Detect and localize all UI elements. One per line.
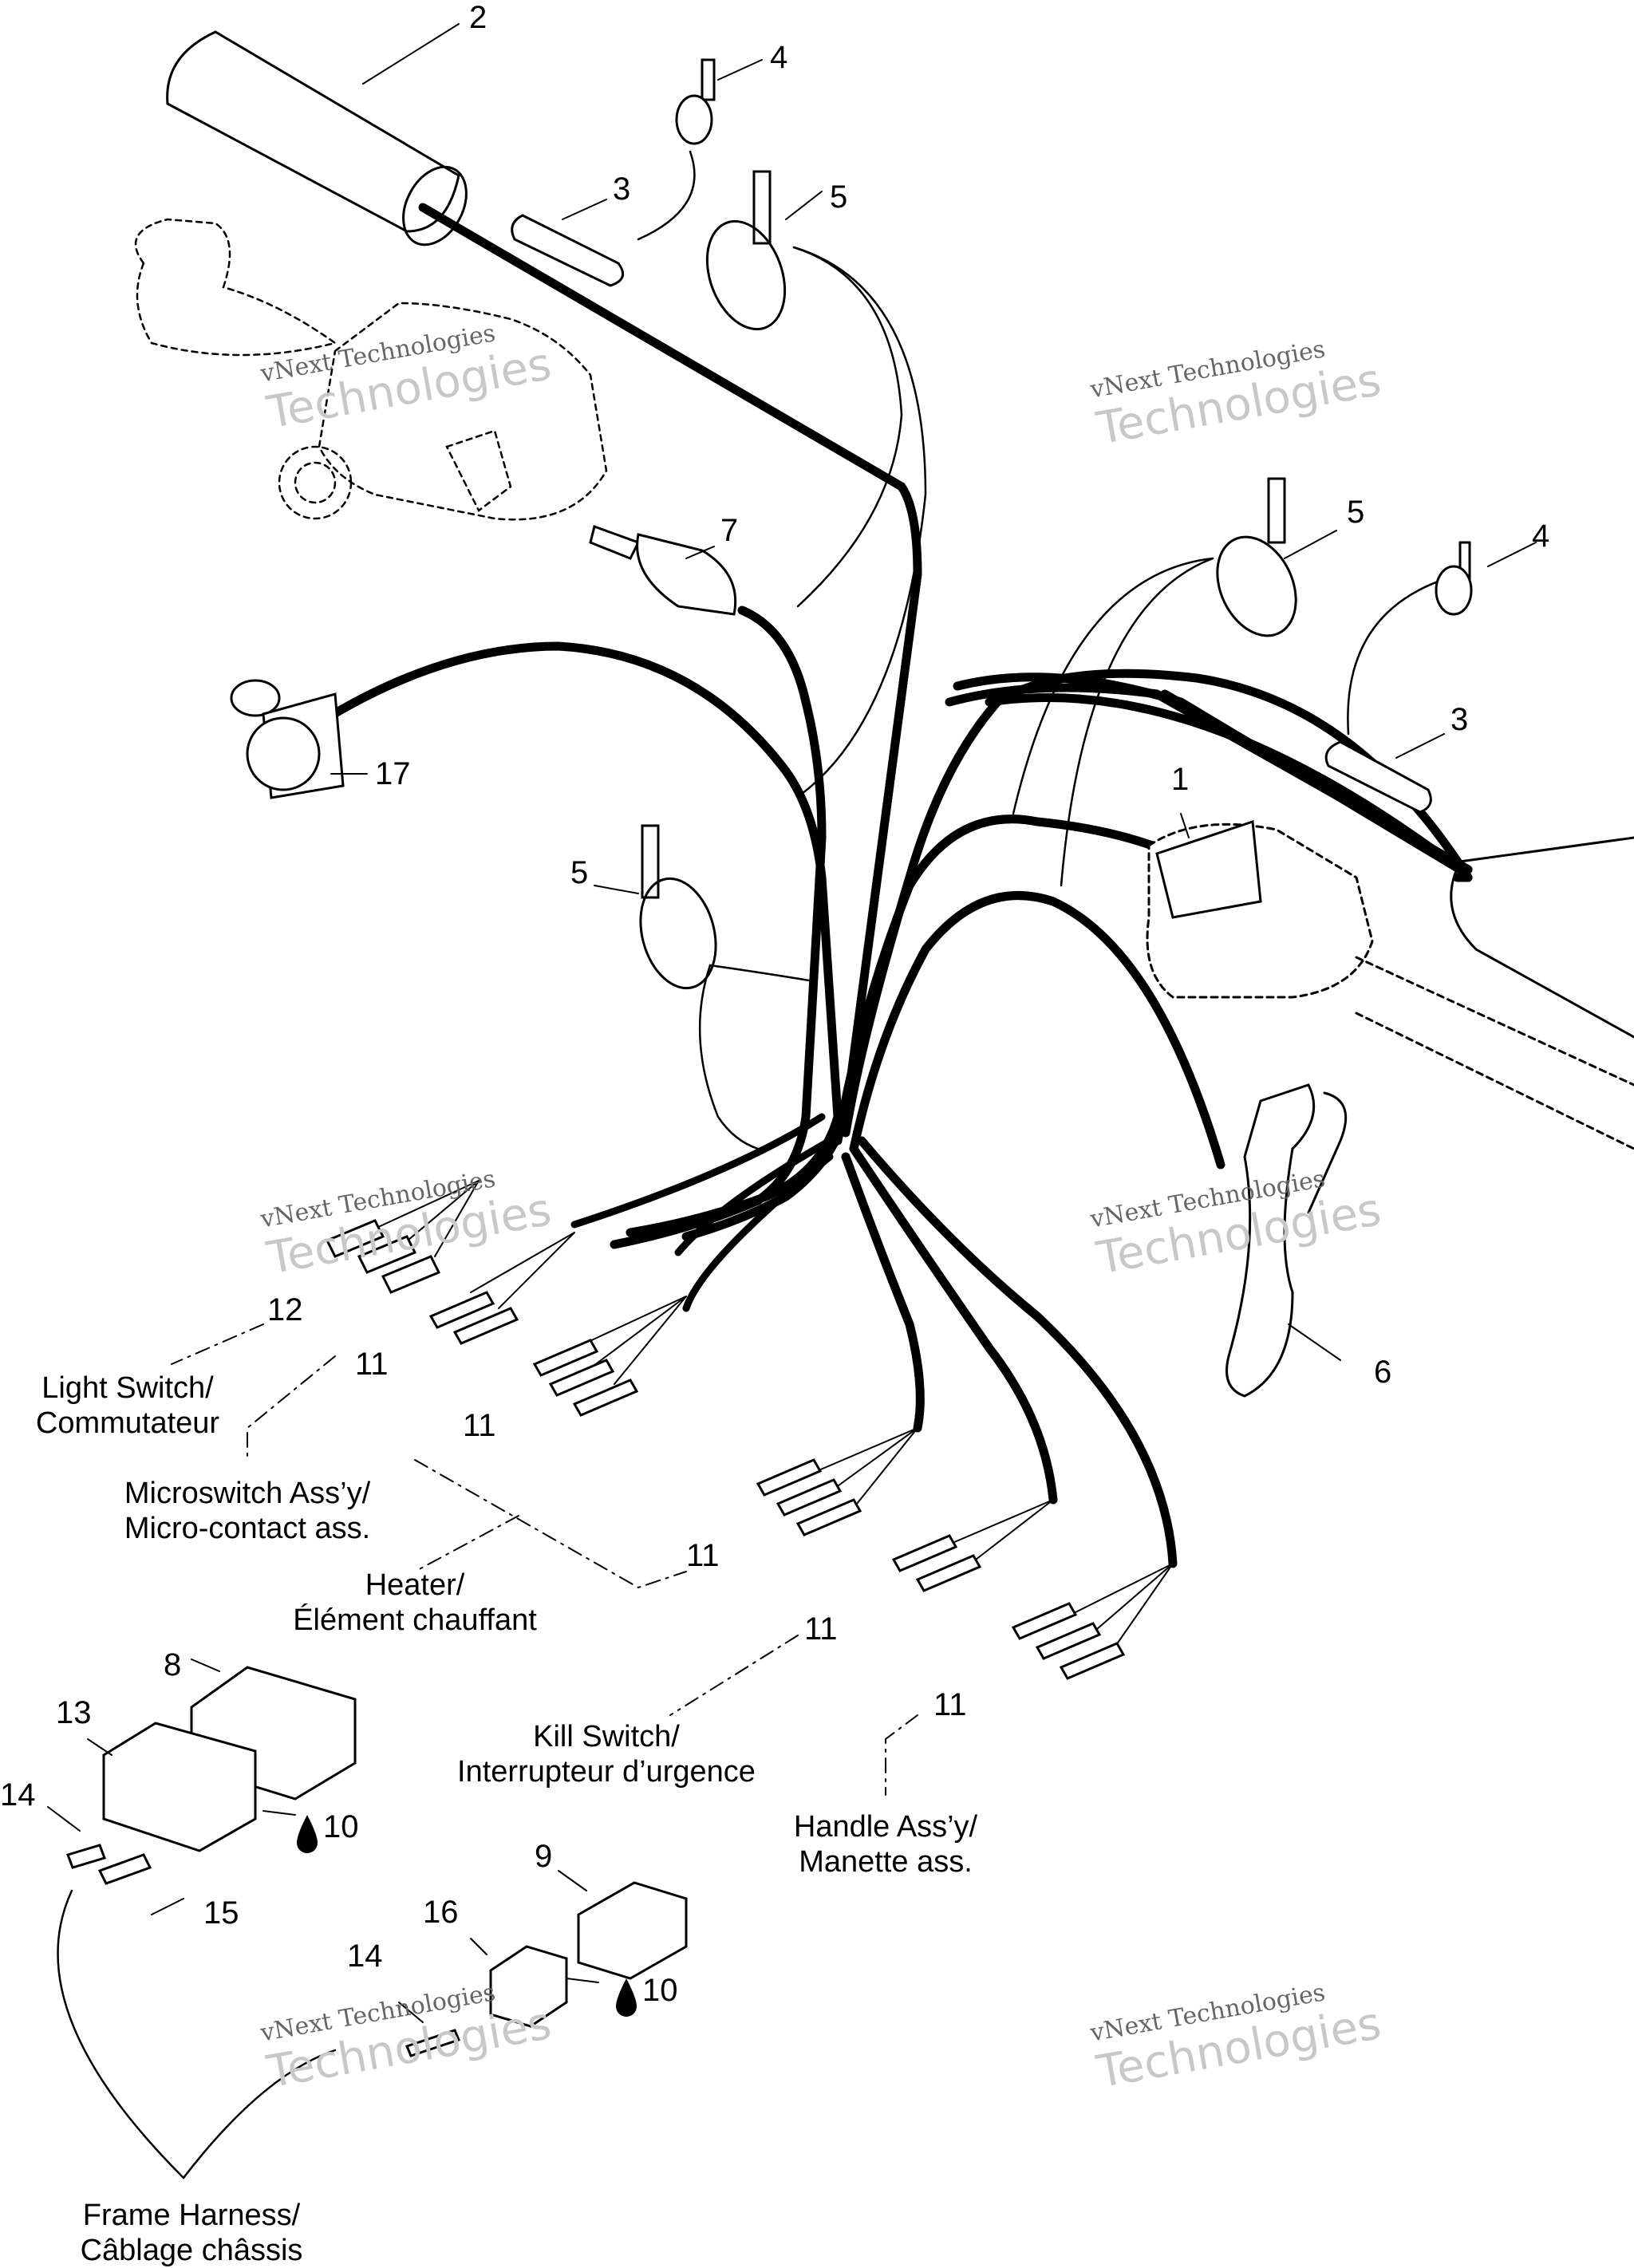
- adhesive-drop-icons: [297, 1815, 637, 2017]
- callout-17: 17: [375, 756, 411, 791]
- leader-lines: [47, 23, 1537, 2023]
- callout-14: 14: [347, 1939, 383, 1974]
- callout-14: 14: [0, 1777, 36, 1812]
- callout-5: 5: [570, 855, 589, 890]
- caption-microswitch: Microswitch Ass’y/ Micro-contact ass.: [124, 1477, 371, 1545]
- caption-handle: Handle Ass’y/ Manette ass.: [793, 1810, 978, 1879]
- caption-heater: Heater/ Élément chauffant: [293, 1568, 537, 1637]
- callout-1: 1: [1171, 762, 1190, 797]
- caption-light-switch: Light Switch/ Commutateur: [35, 1371, 220, 1440]
- callout-3: 3: [613, 172, 631, 207]
- callout-12: 12: [267, 1292, 303, 1327]
- right-grip-housing: [1146, 819, 1634, 1150]
- callout-9: 9: [535, 1839, 553, 1874]
- callout-7: 7: [720, 513, 739, 548]
- harness-wires: [322, 203, 1473, 1568]
- caption-leaders: [171, 1323, 918, 1796]
- callout-10: 10: [323, 1809, 359, 1844]
- cable-ties: [639, 58, 1473, 990]
- left-grip-tube: [166, 30, 468, 247]
- terminals: [325, 1219, 1126, 1680]
- callout-6: 6: [1374, 1355, 1392, 1390]
- callout-11: 11: [933, 1687, 967, 1722]
- callout-13: 13: [56, 1695, 92, 1730]
- callout-10: 10: [642, 1973, 678, 2008]
- callout-4: 4: [770, 40, 788, 75]
- light-switch: [230, 679, 345, 799]
- wire-fanouts: [374, 1180, 1174, 1656]
- callout-15: 15: [203, 1895, 239, 1931]
- callout-3: 3: [1450, 702, 1469, 737]
- callout-11: 11: [463, 1408, 496, 1443]
- callout-11: 11: [804, 1611, 838, 1647]
- routing-arrows: [57, 150, 1462, 2179]
- caption-frame-harness: Frame Harness/ Câblage châssis: [80, 2199, 303, 2267]
- callout-11: 11: [355, 1347, 389, 1382]
- connector-branches: [570, 1113, 834, 1312]
- heater-probe: [589, 525, 737, 616]
- ghost-switch-housing: [134, 218, 608, 521]
- callout-16: 16: [423, 1895, 459, 1930]
- short-sleeves: [511, 214, 1432, 814]
- callout-11: 11: [686, 1538, 720, 1573]
- callout-5: 5: [1347, 495, 1365, 530]
- callout-8: 8: [164, 1647, 182, 1682]
- callout-2: 2: [469, 0, 487, 35]
- callout-4: 4: [1532, 519, 1550, 554]
- connector-housings: [66, 1666, 688, 2057]
- caption-kill-switch: Kill Switch/ Interrupteur d’urgence: [457, 1720, 756, 1789]
- callout-5: 5: [830, 179, 848, 215]
- brake-lever: [1226, 1083, 1348, 1398]
